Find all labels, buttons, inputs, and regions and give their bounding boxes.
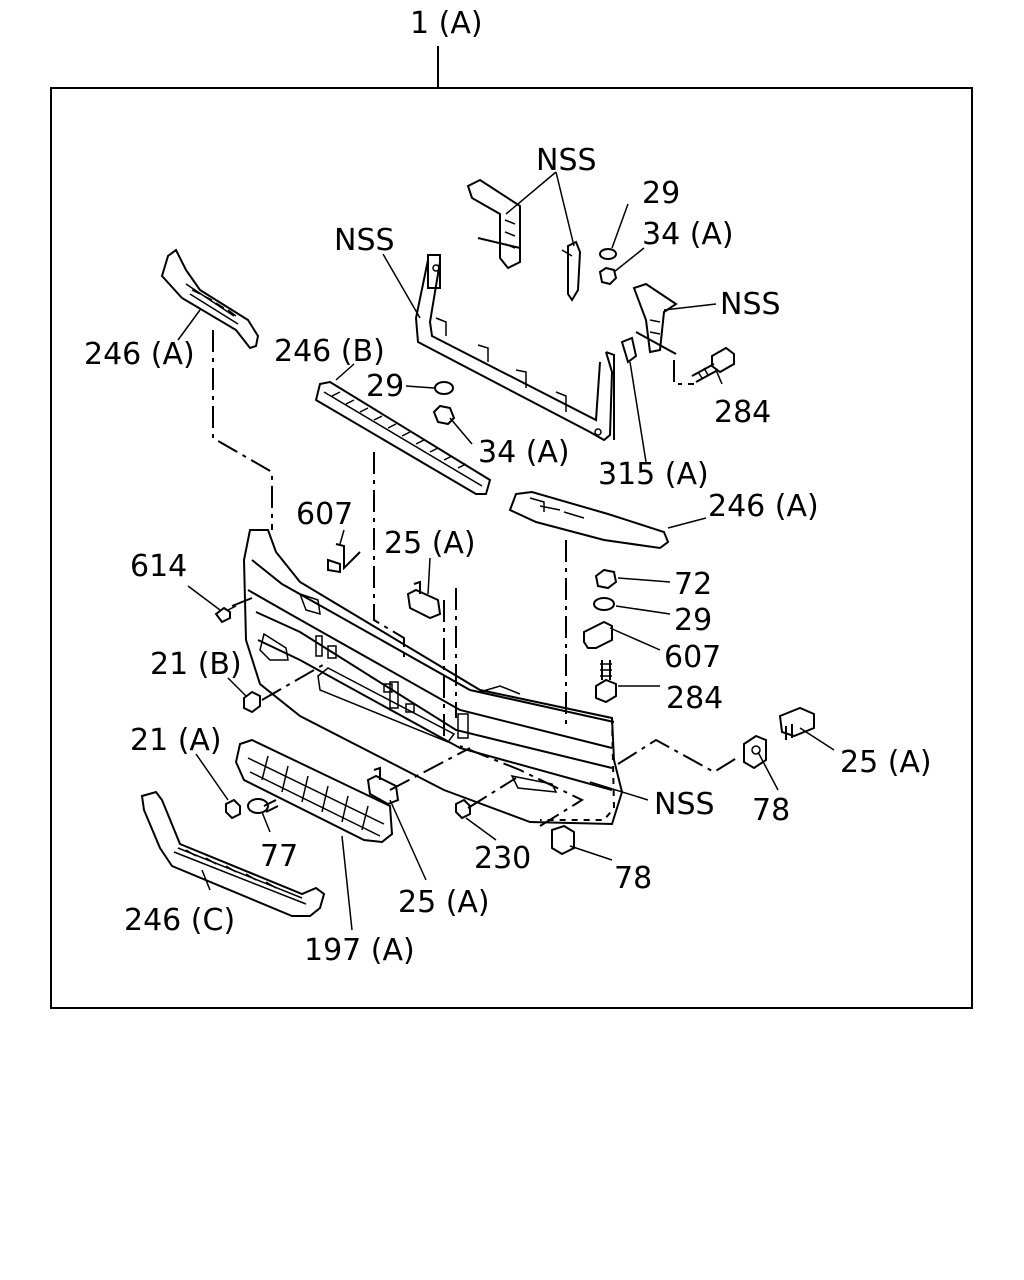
callout-29-right: 29 [674, 603, 712, 638]
callout-nss-bottom: NSS [654, 787, 715, 822]
trim-246a-left [160, 248, 260, 350]
clip-25a-top [406, 580, 442, 620]
callout-78-bottom: 78 [614, 861, 652, 896]
callout-614: 614 [130, 549, 187, 584]
trim-246a-right [508, 490, 670, 550]
callout-21b: 21 (B) [150, 647, 242, 682]
callout-246c: 246 (C) [124, 903, 235, 938]
nut-34a-top [598, 266, 618, 286]
pin-614 [214, 605, 237, 624]
grille-197a [234, 738, 394, 844]
clip-230 [455, 798, 471, 820]
washer-29-mid [434, 381, 454, 395]
callout-29-mid: 29 [366, 369, 404, 404]
clip-78-right [743, 734, 767, 770]
callout-25a-top: 25 (A) [384, 526, 476, 561]
callout-34a-top: 34 (A) [642, 217, 734, 252]
callout-246a-right: 246 (A) [708, 489, 819, 524]
assembly-centerlines [212, 330, 741, 827]
bolt-284-right [595, 660, 617, 704]
callout-197a: 197 (A) [304, 933, 415, 968]
nss-bracket-top [466, 178, 521, 270]
callout-nss-top: NSS [536, 143, 597, 178]
bolt-284-top [691, 346, 735, 383]
callout-246b: 246 (B) [274, 334, 385, 369]
bracket-607-right [583, 620, 613, 649]
callout-246a-left: 246 (A) [84, 337, 195, 372]
callout-25a-right: 25 (A) [840, 745, 932, 780]
callout-21a: 21 (A) [130, 723, 222, 758]
callout-230: 230 [474, 841, 531, 876]
callout-284-top: 284 [714, 395, 771, 430]
callout-nss-right: NSS [720, 287, 781, 322]
trim-246c [140, 790, 326, 917]
bracket-315a [620, 336, 638, 364]
callout-284-right: 284 [666, 681, 723, 716]
callout-607-top: 607 [296, 497, 353, 532]
clip-25a-right [778, 706, 815, 740]
nut-72 [594, 568, 618, 590]
clip-78-bottom [551, 824, 575, 856]
callout-72: 72 [674, 567, 712, 602]
callout-607-right: 607 [664, 640, 721, 675]
trim-246b [314, 380, 492, 495]
callout-315a: 315 (A) [598, 457, 709, 492]
nut-34a-mid [432, 404, 456, 426]
nss-bracket-right [632, 282, 678, 355]
upper-bracket-frame [414, 254, 615, 442]
screw-77 [247, 798, 279, 814]
nss-clip-top [561, 240, 582, 302]
nut-21a [225, 798, 241, 820]
washer-29-top [599, 248, 617, 260]
callout-nss-left: NSS [334, 223, 395, 258]
assembly-label: 1 (A) [410, 6, 483, 41]
callout-78-right: 78 [752, 793, 790, 828]
callout-77: 77 [260, 839, 298, 874]
bracket-607-top [327, 543, 361, 574]
callout-29-top: 29 [642, 176, 680, 211]
assembly-frame [50, 87, 973, 1009]
clip-25a-bottom [366, 766, 400, 806]
leader-lines [177, 171, 835, 931]
bumper-body [242, 529, 624, 826]
nut-21b [243, 690, 261, 714]
washer-29-right [593, 597, 615, 611]
callout-25a-bottom: 25 (A) [398, 885, 490, 920]
callout-34a-mid: 34 (A) [478, 435, 570, 470]
